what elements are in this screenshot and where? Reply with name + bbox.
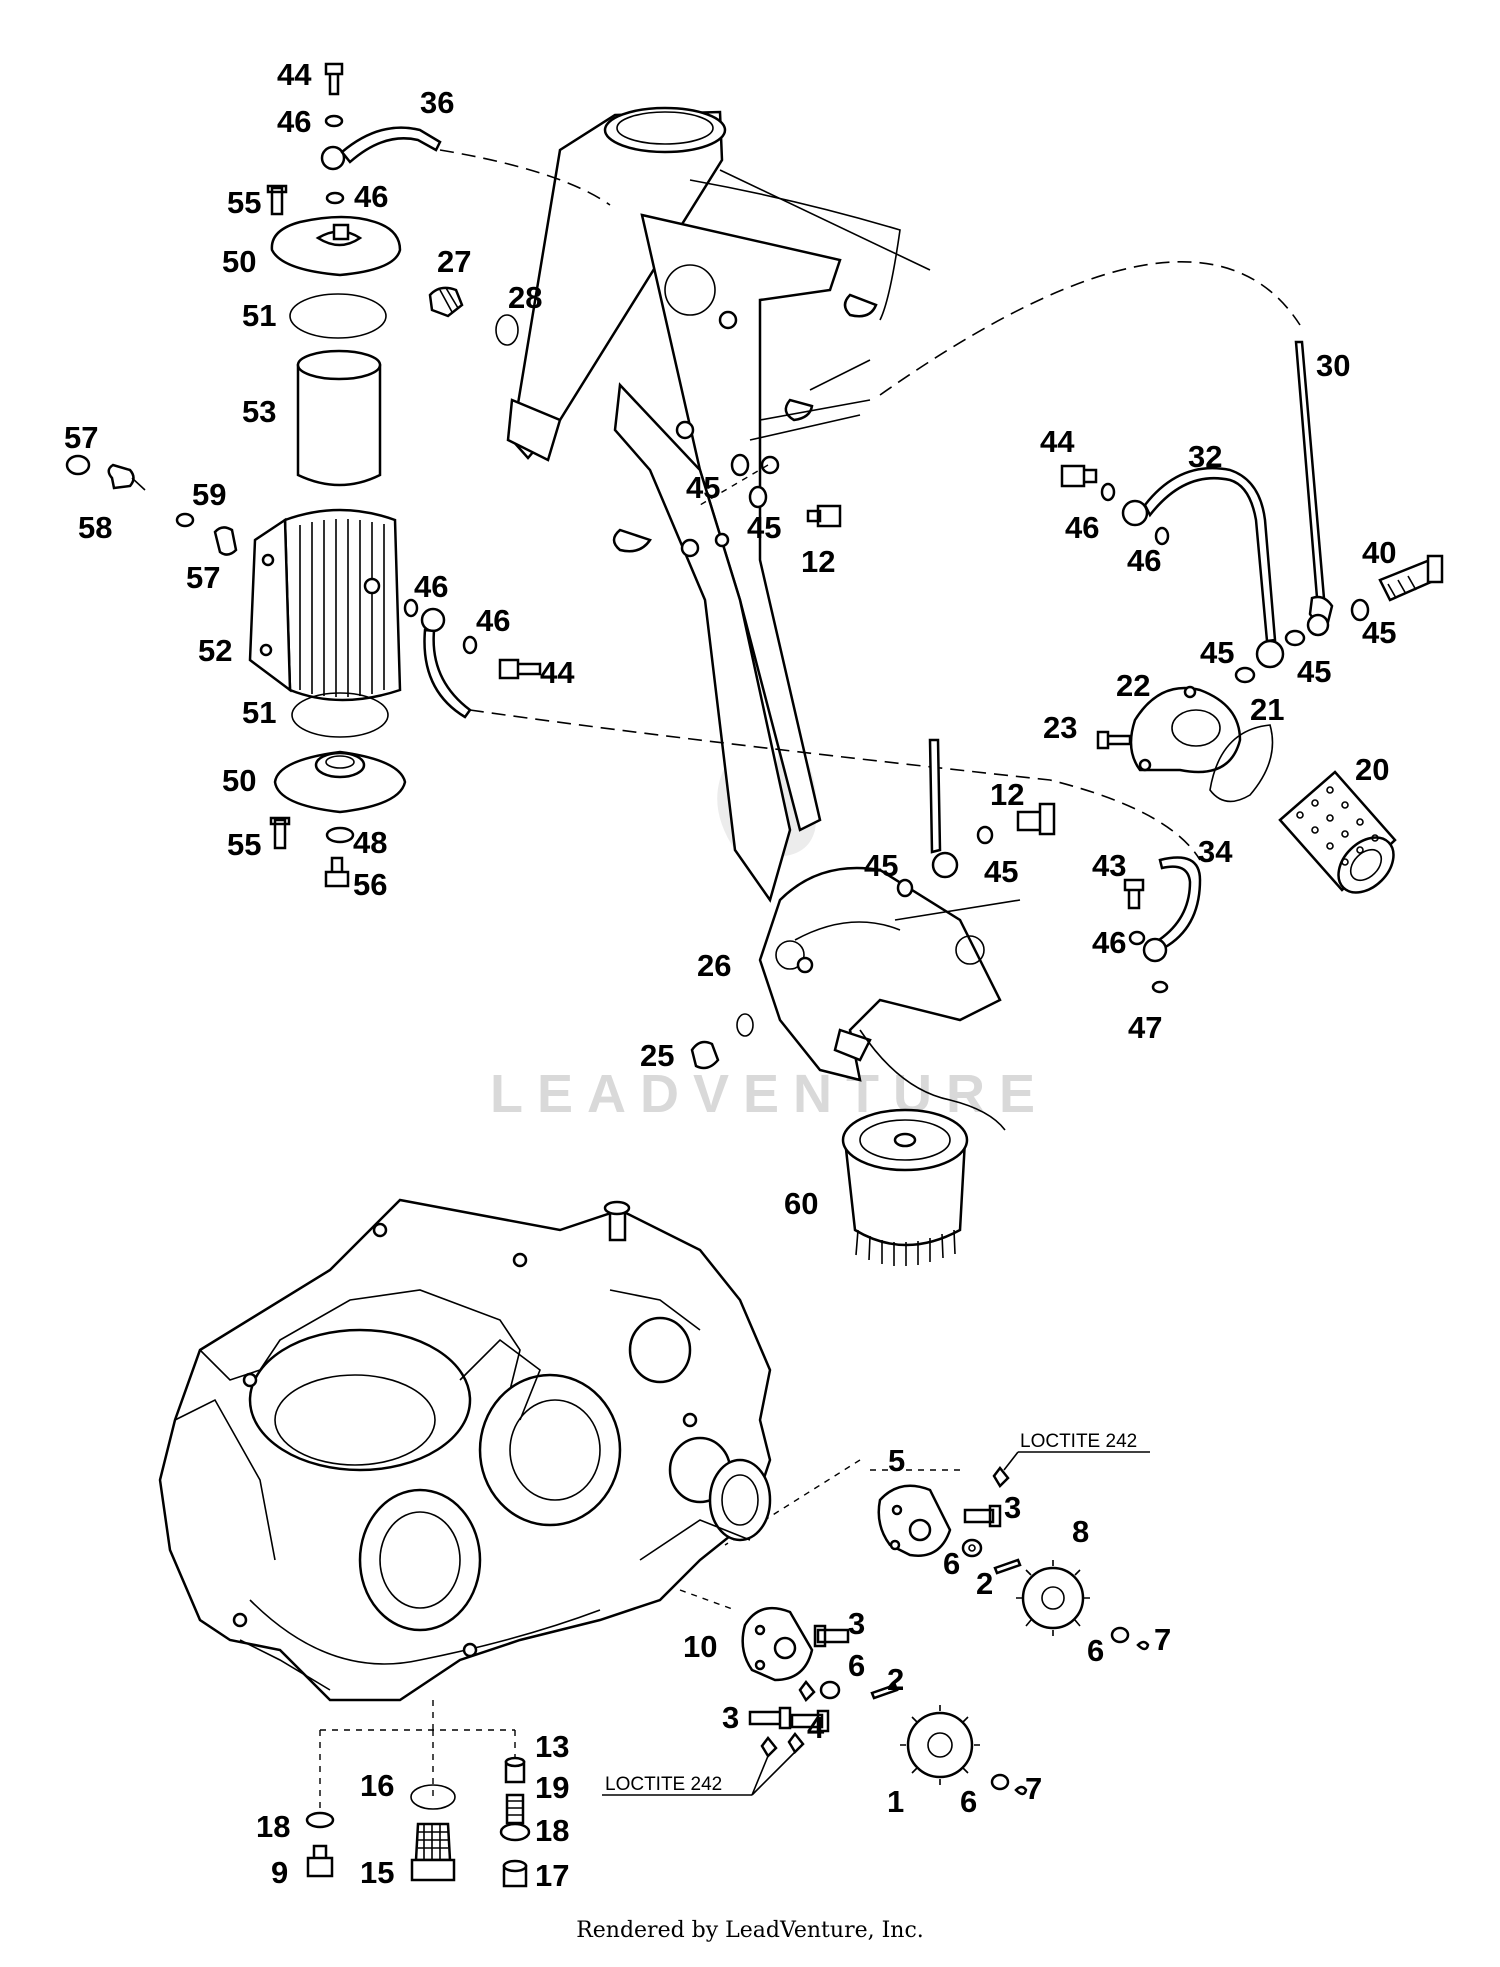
callout: 26: [697, 948, 731, 983]
callout: 27: [437, 244, 471, 279]
strainer-parts: [305, 1756, 531, 1888]
callout: 45: [984, 854, 1018, 889]
callout: 7: [1025, 1771, 1042, 1806]
callout: 56: [353, 867, 387, 902]
callout: 23: [1043, 710, 1077, 745]
callout: 32: [1188, 439, 1222, 474]
callout: 48: [353, 825, 387, 860]
callout: 28: [508, 280, 542, 315]
callout: 34: [1198, 834, 1233, 869]
footer-credit: Rendered by LeadVenture, Inc.: [576, 1918, 924, 1943]
frame-fittings: [730, 453, 842, 528]
callout: 13: [535, 1729, 569, 1764]
plug-and-oring: [428, 286, 519, 346]
callout: 45: [1200, 635, 1234, 670]
callout: 2: [887, 1662, 904, 1697]
callout: 51: [242, 298, 276, 333]
loctite-note-lines: [602, 1451, 1150, 1796]
callout: 46: [354, 179, 388, 214]
loctite-note: LOCTITE 242: [605, 1774, 722, 1795]
callout: 3: [722, 1700, 739, 1735]
callout: 46: [476, 603, 510, 638]
callout: 9: [271, 1855, 288, 1890]
oil-lines-right: [896, 340, 1444, 994]
callout: 45: [1362, 615, 1396, 650]
callout: 12: [801, 544, 835, 579]
callout: 19: [535, 1770, 569, 1805]
callout: 40: [1362, 535, 1396, 570]
callout: 6: [848, 1648, 865, 1683]
leader-line: [679, 1589, 736, 1611]
leader-line: [699, 464, 769, 506]
callout: 18: [256, 1809, 290, 1844]
callout: 17: [535, 1858, 569, 1893]
frame-tube: [506, 106, 1021, 1131]
callout: 51: [242, 695, 276, 730]
callout: 55: [227, 827, 261, 862]
callout: 3: [848, 1606, 865, 1641]
callout: 46: [1092, 925, 1126, 960]
callout: 8: [1072, 1514, 1089, 1549]
callout: 44: [1040, 424, 1075, 459]
callout: 45: [747, 510, 781, 545]
strainer-bracket-lines: [319, 1700, 516, 1810]
callout: 10: [683, 1629, 717, 1664]
callout: 6: [1087, 1633, 1104, 1668]
callout: 60: [784, 1186, 818, 1221]
crankcase: [158, 1198, 772, 1702]
callout: 45: [686, 470, 720, 505]
callout: 6: [960, 1784, 977, 1819]
callout: 4: [807, 1710, 825, 1745]
callout: 5: [888, 1443, 905, 1478]
callout: 1: [887, 1784, 904, 1819]
callout: 45: [864, 848, 898, 883]
callout: 36: [420, 85, 454, 120]
callout: 2: [976, 1566, 993, 1601]
callout: 46: [277, 104, 311, 139]
callout: 57: [64, 420, 98, 455]
callout: 16: [360, 1768, 394, 1803]
callout: 52: [198, 633, 232, 668]
callout: 59: [192, 477, 226, 512]
callout: 21: [1250, 692, 1284, 727]
oil-filter-housing-assembly: [65, 62, 542, 888]
callout: 22: [1116, 668, 1150, 703]
callout: 58: [78, 510, 112, 545]
callout: 44: [277, 57, 312, 92]
callout: 50: [222, 244, 256, 279]
leader-line: [879, 261, 1301, 396]
oil-filter-60: [841, 1108, 969, 1266]
callout: 20: [1355, 752, 1389, 787]
leader-line: [469, 709, 1201, 861]
callout: 55: [227, 185, 261, 220]
callout: 43: [1092, 848, 1126, 883]
callout-labels: 44 46 36 55 46 50 27 28 51 53 57 58 59 5…: [64, 57, 1396, 1893]
callout: 57: [186, 560, 220, 595]
leader-line: [439, 149, 611, 206]
callout: 18: [535, 1813, 569, 1848]
watermark-text: LEADVENTURE: [490, 1064, 1049, 1124]
callout: 46: [414, 569, 448, 604]
callout: 6: [943, 1546, 960, 1581]
callout: 45: [1297, 654, 1331, 689]
callout: 50: [222, 763, 256, 798]
callout: 47: [1128, 1010, 1162, 1045]
callout: 53: [242, 394, 276, 429]
callout: 30: [1316, 348, 1350, 383]
callout: 7: [1154, 1622, 1171, 1657]
callout: 12: [990, 777, 1024, 812]
callout: 3: [1004, 1490, 1021, 1525]
drain-plug-25-26: [690, 1013, 754, 1070]
callout: 44: [540, 655, 575, 690]
oil-pump-parts: [741, 1465, 1150, 1796]
callout: 25: [640, 1038, 674, 1073]
callout: 15: [360, 1855, 394, 1890]
callout: 46: [1127, 543, 1161, 578]
callout: 46: [1065, 510, 1099, 545]
loctite-note: LOCTITE 242: [1020, 1431, 1137, 1452]
